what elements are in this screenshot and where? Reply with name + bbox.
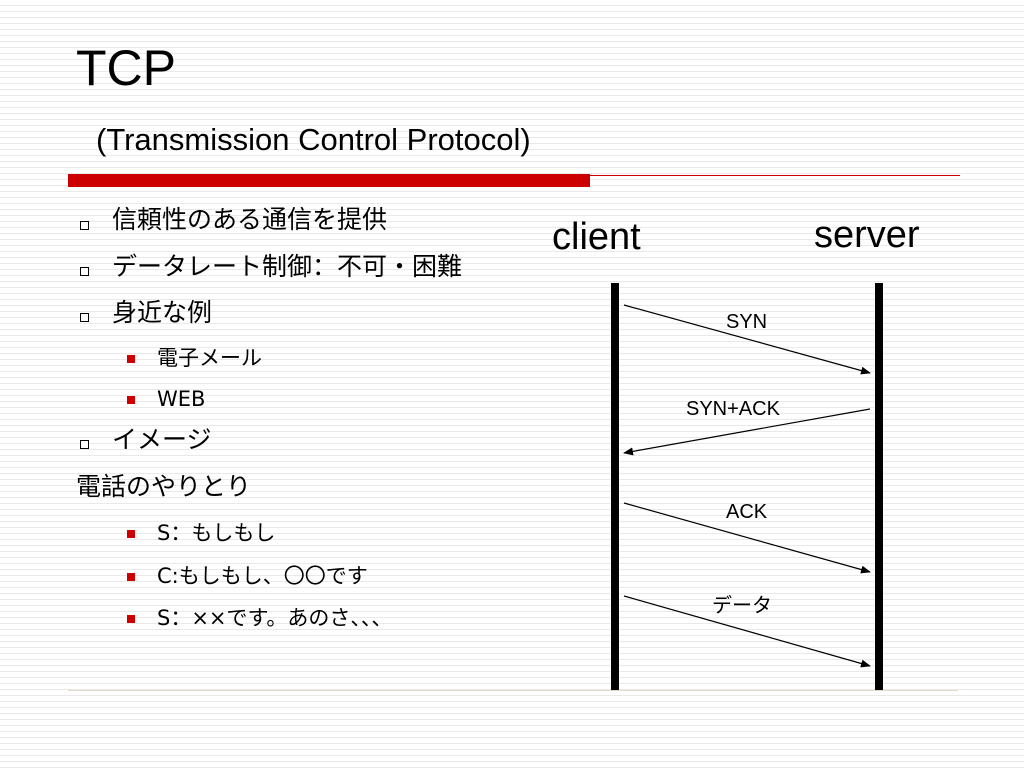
server-label: server — [814, 214, 920, 256]
bullet-item: イメージ — [112, 425, 212, 454]
footer-divider — [68, 690, 958, 691]
sub-bullet-item: WEB — [157, 387, 206, 411]
sub-bullet-marker — [127, 573, 135, 581]
client-label: client — [552, 216, 641, 258]
bullet-item: 身近な例 — [112, 298, 213, 327]
bullet-item: 信頼性のある通信を提供 — [112, 205, 388, 234]
ack-arrow — [623, 502, 871, 574]
sub-bullet-marker — [127, 615, 135, 623]
syn-arrow — [623, 304, 871, 375]
ack-label: ACK — [726, 501, 768, 523]
syn-label: SYN — [726, 311, 767, 333]
sub-bullet-item: S：もしもし — [157, 521, 276, 545]
data-label: データ — [712, 594, 772, 617]
syn-ack-label: SYN+ACK — [686, 398, 781, 420]
sub-bullet-marker — [127, 355, 135, 363]
sub-bullet-marker — [127, 530, 135, 538]
plain-text-line: 電話のやりとり — [76, 472, 252, 501]
syn-ack-arrow — [623, 408, 871, 456]
tcp-handshake-diagram: client server SYN SYN+ACK ACK データ — [552, 214, 920, 691]
sub-bullet-item: S：××です。あのさ、、、 — [157, 606, 393, 630]
bullet-marker-hollow — [80, 440, 89, 449]
bullet-marker-hollow — [80, 267, 89, 276]
title-accent-bar — [68, 174, 590, 187]
slide-title: TCP — [76, 40, 176, 96]
data-arrow — [623, 595, 871, 668]
bullet-marker-hollow — [80, 221, 89, 230]
slide-subtitle: (Transmission Control Protocol) — [96, 122, 531, 157]
title-accent-line — [590, 175, 960, 176]
bullet-list: 信頼性のある通信を提供 データレート制御：不可・困難 身近な例 電子メール WE… — [76, 205, 463, 630]
sub-bullet-marker — [127, 396, 135, 404]
sub-bullet-item: C:もしもし、〇〇です — [157, 564, 368, 588]
sub-bullet-item: 電子メール — [157, 346, 262, 370]
bullet-marker-hollow — [80, 313, 89, 322]
bullet-item: データレート制御：不可・困難 — [112, 252, 463, 281]
